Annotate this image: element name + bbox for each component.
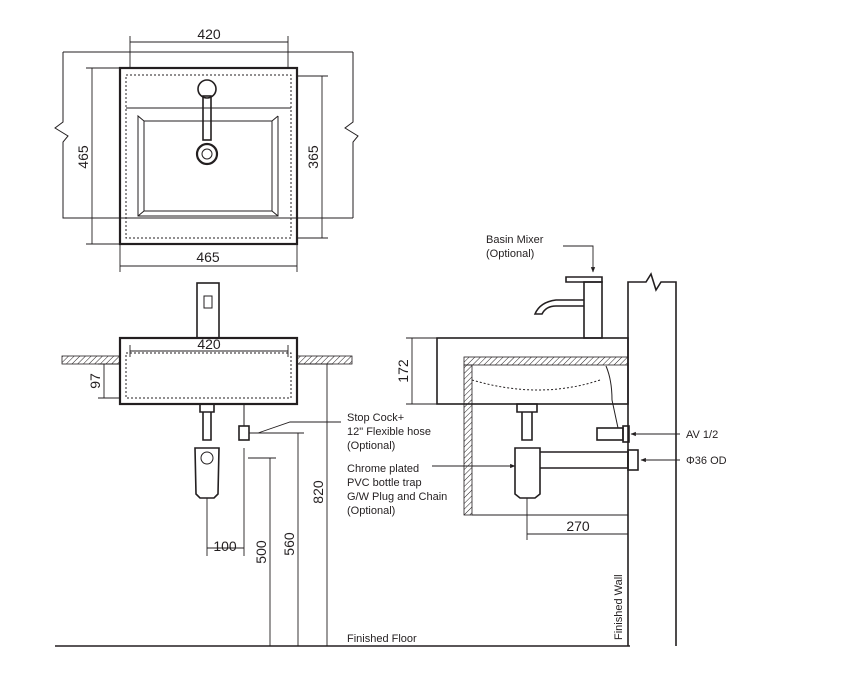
side-waste-flange [627, 449, 639, 471]
side-counter-top [463, 356, 629, 366]
side-mixer-body [583, 281, 603, 339]
dim-270-label: 270 [566, 518, 590, 534]
side-hose [605, 365, 619, 429]
plan-drain-outer [195, 142, 219, 166]
stop-cock-label-1: Stop Cock+ [347, 412, 404, 424]
stop-cock-leader [257, 421, 341, 434]
dim-100-label: 100 [213, 538, 237, 554]
dim-820-label: 820 [310, 480, 326, 504]
stop-cock-label-3: (Optional) [347, 440, 395, 452]
plan-basin-dashed-rim [125, 74, 292, 239]
finished-wall-label: Finished Wall [613, 574, 625, 640]
side-counter-front [463, 364, 473, 516]
plan-wall-outline [54, 51, 359, 219]
dim-right-365-line [297, 75, 328, 239]
dim-bottom-465-label: 465 [196, 249, 220, 265]
front-stop-cock [238, 425, 250, 441]
basin-mixer-label-2: (Optional) [486, 248, 534, 260]
plan-basin-outer [118, 66, 299, 246]
side-trap-tail [516, 403, 538, 441]
finished-floor-label: Finished Floor [347, 633, 417, 645]
dim-820-line [297, 363, 333, 646]
trap-label-4: (Optional) [347, 505, 395, 517]
front-basin-dashed [125, 352, 292, 399]
od-label: Φ36 OD [686, 455, 727, 467]
dim-172-line [406, 337, 437, 405]
front-tap-body [196, 282, 220, 339]
dim-left-465-label: 465 [75, 145, 91, 169]
side-angle-valve [596, 427, 624, 441]
side-av-flange [622, 425, 630, 443]
front-trap-nut [200, 451, 214, 465]
plan-tap-circle [197, 79, 217, 99]
stop-cock-label-2: 12" Flexible hose [347, 426, 431, 438]
side-view: Finished Wall Basin Mixer (Optional) 172… [395, 234, 727, 646]
plan-bowl [137, 114, 279, 217]
plan-view: 420 465 365 465 [54, 26, 359, 272]
dim-right-365-label: 365 [305, 145, 321, 169]
side-mixer-lever [565, 276, 603, 283]
front-trap-tail [199, 403, 215, 441]
side-wall [627, 272, 677, 646]
dim-front-420-line [129, 345, 289, 357]
mixer-leader [563, 245, 596, 273]
front-view: 420 97 100 500 560 820 Finished Floor St… [55, 282, 630, 647]
dim-left-465-line [86, 67, 120, 245]
dim-97-line [98, 363, 120, 399]
side-bowl-dashed [471, 379, 601, 391]
av-label: AV 1/2 [686, 429, 718, 441]
dim-top-420-line [129, 36, 289, 68]
side-waste-pipe [540, 451, 629, 469]
dim-front-420-label: 420 [197, 336, 221, 352]
dim-97-label: 97 [87, 373, 103, 389]
dim-500-line [248, 457, 276, 646]
trap-label-2: PVC bottle trap [347, 477, 422, 489]
dim-270-line [526, 498, 628, 540]
dim-560-label: 560 [281, 532, 297, 556]
dim-bottom-465-line [119, 244, 298, 272]
plan-spout [202, 95, 212, 141]
front-trap-bottle [194, 447, 220, 499]
dim-top-420-label: 420 [197, 26, 221, 42]
trap-label-3: G/W Plug and Chain [347, 491, 447, 503]
front-counter-left [61, 355, 121, 365]
dim-172-label: 172 [395, 359, 411, 383]
dim-500-label: 500 [253, 540, 269, 564]
side-trap-bottle [514, 447, 541, 499]
plan-drain-inner [201, 148, 213, 160]
side-mixer-spout [533, 299, 584, 315]
trap-labels: Chrome plated PVC bottle trap G/W Plug a… [347, 463, 516, 517]
trap-label-1: Chrome plated [347, 463, 419, 475]
basin-mixer-label-1: Basin Mixer [486, 234, 544, 246]
dim-100-line [206, 448, 245, 556]
front-counter-right [296, 355, 353, 365]
front-tap-lever [203, 295, 213, 309]
dim-560-line [258, 432, 304, 646]
